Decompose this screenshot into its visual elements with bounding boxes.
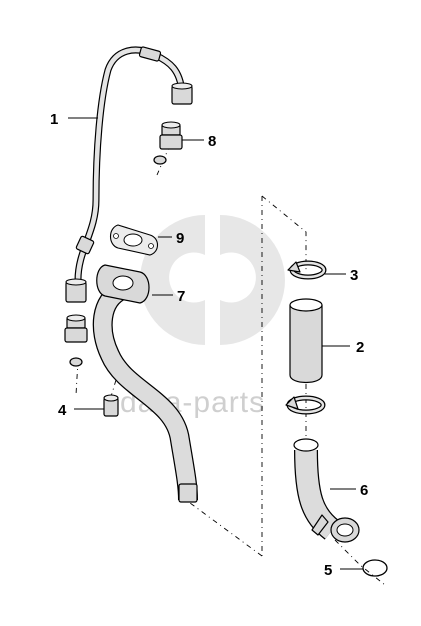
hose-assembly [65, 46, 193, 303]
callout-4: 4 [58, 402, 67, 419]
flange-gasket [109, 224, 159, 256]
o-ring [362, 559, 388, 577]
callout-3: 3 [350, 267, 358, 284]
callout-1: 1 [50, 111, 58, 128]
hose-sleeve [289, 298, 323, 384]
hose-clamp-lower [285, 395, 326, 415]
banjo-bolt [103, 394, 119, 417]
callout-9: 9 [176, 230, 184, 247]
watermark-logo-icon [140, 215, 285, 345]
elbow-pipe [293, 438, 360, 543]
leader-lines [68, 117, 363, 570]
union-fitting-left [64, 314, 88, 367]
callout-6: 6 [360, 482, 368, 499]
callout-5: 5 [324, 562, 332, 579]
callout-7: 7 [177, 288, 185, 305]
watermark: data-parts [120, 215, 285, 419]
union-fitting [153, 121, 183, 165]
callout-8: 8 [208, 133, 216, 150]
flange-pipe [92, 264, 198, 503]
callout-2: 2 [356, 339, 364, 356]
callouts: 1 2 3 4 5 6 7 8 9 [50, 111, 368, 579]
hose-clamp-upper [287, 260, 327, 280]
